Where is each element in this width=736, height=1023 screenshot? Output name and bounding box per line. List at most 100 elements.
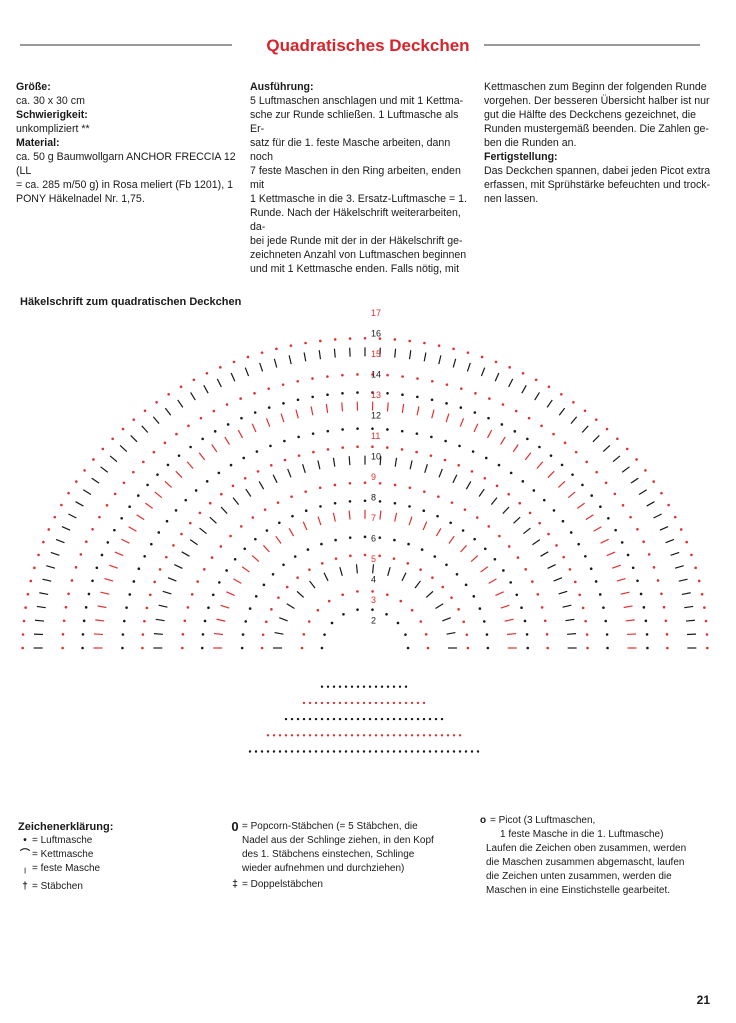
chain-mark bbox=[640, 593, 643, 596]
picot-icon: o bbox=[476, 814, 490, 828]
chain-mark bbox=[291, 718, 293, 720]
chain-mark bbox=[142, 461, 145, 464]
stitch-mark bbox=[417, 406, 419, 415]
stitch-mark bbox=[660, 527, 668, 531]
chain-mark bbox=[315, 718, 317, 720]
chain-mark bbox=[429, 718, 431, 720]
chain-mark bbox=[586, 633, 589, 636]
chain-mark bbox=[345, 718, 347, 720]
stitch-mark bbox=[318, 517, 321, 526]
stitch-mark bbox=[388, 567, 390, 576]
chain-mark bbox=[96, 566, 99, 569]
chain-mark bbox=[333, 750, 335, 752]
instructions-line: 5 Luftmaschen anschlagen und mit 1 Kettm… bbox=[250, 94, 472, 108]
chain-mark bbox=[387, 686, 389, 688]
chain-mark bbox=[319, 340, 322, 343]
chain-mark bbox=[441, 734, 443, 736]
treble-crochet-icon: ‡ bbox=[228, 878, 242, 892]
round-number: 12 bbox=[371, 411, 381, 421]
round-number: 9 bbox=[371, 472, 376, 482]
chain-mark bbox=[582, 607, 585, 610]
chain-mark bbox=[123, 481, 126, 484]
chain-mark bbox=[297, 750, 299, 752]
chain-mark bbox=[606, 647, 609, 650]
chain-mark bbox=[189, 446, 192, 449]
chain-mark bbox=[23, 620, 26, 623]
chain-mark bbox=[524, 568, 527, 571]
stitch-mark bbox=[137, 515, 145, 520]
chain-mark bbox=[427, 647, 430, 650]
stitch-mark bbox=[159, 605, 168, 607]
stitch-mark bbox=[174, 565, 182, 569]
finishing-line: erfassen, mit Sprühstärke befeuchten und… bbox=[484, 178, 714, 192]
chain-mark bbox=[285, 734, 287, 736]
chain-mark bbox=[462, 620, 465, 623]
stitch-mark bbox=[409, 517, 412, 526]
stitch-mark bbox=[577, 503, 584, 508]
stitch-mark bbox=[129, 527, 137, 531]
chain-mark bbox=[632, 566, 635, 569]
chain-mark bbox=[47, 528, 50, 531]
chain-mark bbox=[379, 500, 382, 503]
chain-mark bbox=[264, 508, 267, 511]
chain-mark bbox=[667, 504, 670, 507]
chain-mark bbox=[399, 718, 401, 720]
chain-mark bbox=[291, 734, 293, 736]
stitch-mark bbox=[447, 633, 456, 635]
stitch-mark bbox=[547, 400, 552, 407]
stitch-mark bbox=[333, 458, 334, 467]
chain-mark bbox=[451, 501, 454, 504]
chain-mark bbox=[257, 470, 260, 473]
chain-mark bbox=[406, 562, 409, 565]
chain-mark bbox=[456, 573, 459, 576]
stitch-mark bbox=[233, 498, 239, 505]
stitch-mark bbox=[467, 363, 470, 372]
chain-mark bbox=[397, 622, 400, 625]
round-number: 10 bbox=[371, 452, 381, 462]
stitch-mark bbox=[410, 350, 411, 359]
chain-mark bbox=[242, 457, 245, 460]
chain-mark bbox=[111, 437, 114, 440]
chain-mark bbox=[520, 606, 523, 609]
stitch-mark bbox=[245, 368, 248, 376]
chain-mark bbox=[244, 620, 247, 623]
chain-mark bbox=[219, 366, 222, 369]
chain-mark bbox=[61, 647, 64, 650]
chain-mark bbox=[393, 686, 395, 688]
stitch-mark bbox=[168, 578, 176, 581]
finishing-line: Das Deckchen spannen, dabei jeden Picot … bbox=[484, 164, 714, 178]
stitch-mark bbox=[288, 469, 291, 477]
chain-mark bbox=[666, 633, 669, 636]
chain-mark bbox=[555, 544, 558, 547]
chain-mark bbox=[431, 576, 434, 579]
chain-mark bbox=[452, 348, 455, 351]
chain-mark bbox=[270, 464, 273, 467]
stitch-mark bbox=[395, 349, 396, 358]
chain-mark bbox=[351, 750, 353, 752]
chain-mark bbox=[674, 516, 677, 519]
legend-item-picot: o= Picot (3 Luftmaschen, bbox=[476, 814, 726, 828]
chain-mark bbox=[607, 517, 610, 520]
chain-mark bbox=[327, 448, 330, 451]
chain-mark bbox=[522, 372, 525, 375]
chain-mark bbox=[297, 398, 300, 401]
difficulty-label: Schwierigkeit: bbox=[16, 108, 241, 122]
chain-mark bbox=[305, 509, 308, 512]
chain-mark bbox=[423, 718, 425, 720]
chain-mark bbox=[411, 718, 413, 720]
crochet-chart: 171615141312111098765432 bbox=[20, 308, 710, 768]
stitch-mark bbox=[226, 592, 234, 596]
stitch-mark bbox=[259, 481, 264, 489]
stitch-mark bbox=[155, 492, 162, 498]
stitch-mark bbox=[666, 539, 674, 542]
chain-mark bbox=[261, 750, 263, 752]
chain-mark bbox=[230, 464, 233, 467]
stitch-mark bbox=[110, 456, 117, 462]
stitch-mark bbox=[221, 507, 227, 514]
chain-mark bbox=[602, 606, 605, 609]
stitch-mark bbox=[647, 502, 655, 506]
stitch-mark bbox=[523, 528, 530, 534]
chain-mark bbox=[187, 606, 190, 609]
chain-mark bbox=[477, 750, 479, 752]
stitch-mark bbox=[225, 437, 230, 445]
